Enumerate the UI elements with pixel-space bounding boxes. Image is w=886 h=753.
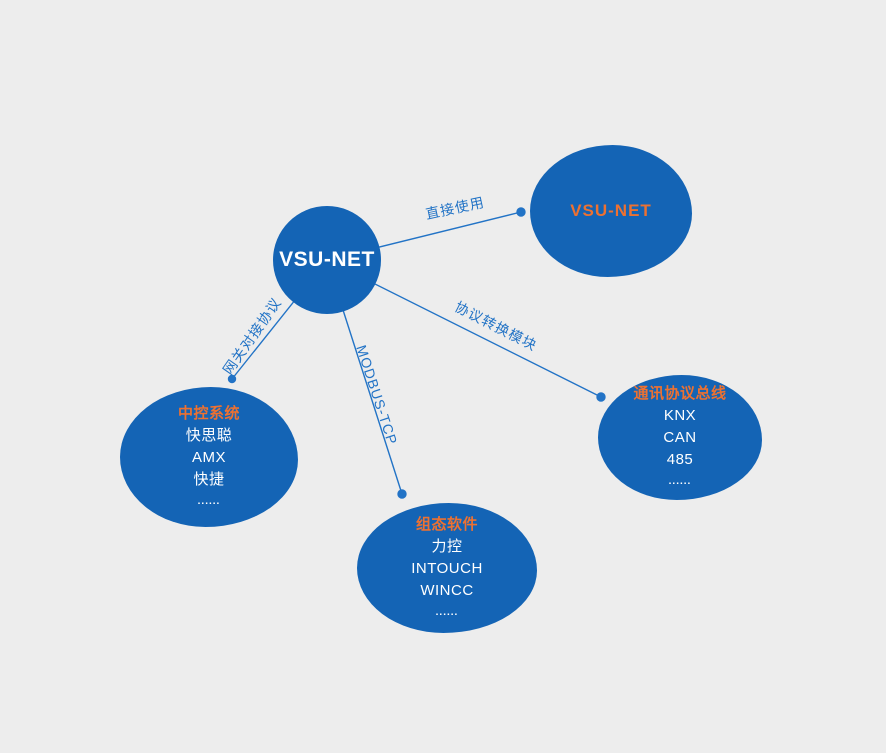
- node-item: 快思聪: [185, 426, 233, 444]
- node-item: WINCC: [420, 581, 474, 599]
- node-item: INTOUCH: [411, 559, 483, 577]
- node-vsu-net-center: VSU-NET: [273, 206, 381, 314]
- node-item: CAN: [663, 429, 697, 446]
- node-item: 485: [666, 451, 694, 468]
- node-title: 通讯协议总线: [633, 385, 727, 402]
- node-title: VSU-NET: [570, 201, 652, 220]
- node-title: 组态软件: [415, 515, 478, 533]
- node-item: 力控: [431, 537, 463, 555]
- node-vsu-net-direct: VSU-NET: [530, 145, 692, 277]
- node-scada-software: 组态软件 力控 INTOUCH WINCC ......: [357, 503, 537, 633]
- node-ellipsis: ......: [668, 476, 692, 487]
- node-ellipsis: ......: [435, 606, 459, 618]
- node-ellipsis: ......: [197, 495, 221, 507]
- node-protocol-bus: 通讯协议总线 KNX CAN 485 ......: [598, 375, 762, 500]
- node-item: AMX: [191, 448, 226, 466]
- edge-converter-endpoint-dot: [596, 392, 606, 402]
- edge-gateway-endpoint-dot: [227, 374, 237, 384]
- node-item: KNX: [663, 407, 697, 424]
- edge-modbus-endpoint-dot: [397, 489, 407, 499]
- node-title: VSU-NET: [279, 248, 375, 271]
- node-control-system: 中控系统 快思聪 AMX 快捷 ......: [120, 387, 298, 527]
- node-item: 快捷: [193, 470, 225, 488]
- node-title: 中控系统: [177, 404, 240, 422]
- edge-direct-endpoint-dot: [516, 207, 526, 217]
